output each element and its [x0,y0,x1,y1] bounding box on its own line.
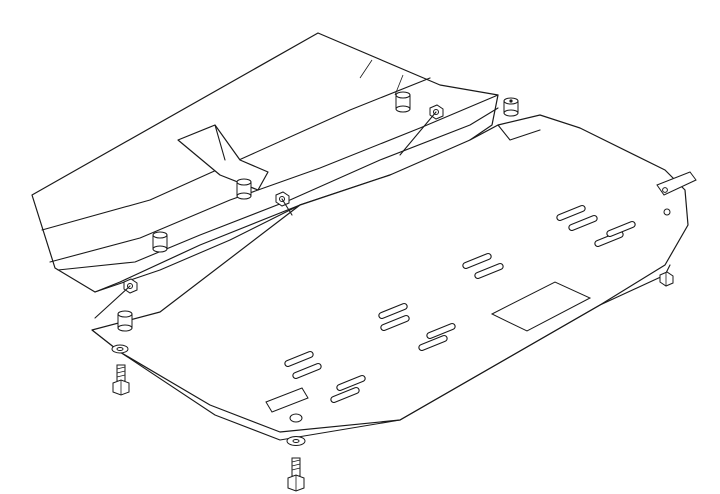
vent-slot [474,262,504,280]
left-mounting-bolt [111,344,130,396]
vent-slot [336,374,366,392]
standoff [395,91,411,113]
vent-slot [330,386,360,404]
vent-slot [284,350,314,368]
standoff [152,231,168,253]
vent-slot [378,302,408,320]
vent-slot [568,214,598,232]
left-bracket-tab [265,387,309,423]
bottom-mounting-bolt [286,436,306,492]
vent-slot [380,314,410,332]
hex-nut [399,104,444,156]
standoff [236,178,252,200]
vent-slot [606,220,636,238]
vent-slot [418,334,448,352]
standoffs [117,91,519,332]
hex-nut [275,191,293,216]
hex-nuts [94,104,674,319]
corner-nut [659,271,674,287]
vent-slot [556,204,586,222]
standoff [117,310,133,332]
vent-slot [292,362,322,380]
standoff [503,97,519,117]
vent-slot [426,322,456,340]
flange-bracket [177,124,269,191]
ventilation-slots [284,204,636,404]
access-hatch [490,281,592,332]
right-bracket-tab [656,171,697,216]
vent-slot [462,252,492,270]
hex-nut [94,278,138,319]
